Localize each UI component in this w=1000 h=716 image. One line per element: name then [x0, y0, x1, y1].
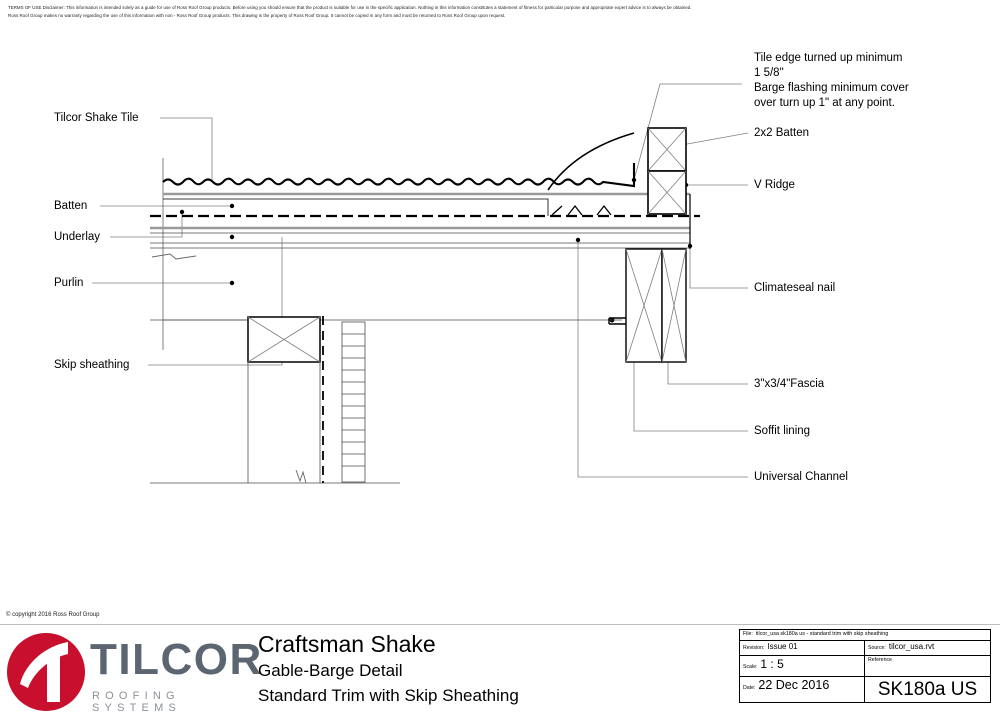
copyright-text: © copyright 2016 Ross Roof Group [6, 612, 100, 618]
drawing-title-sub1: Gable-Barge Detail [258, 661, 403, 680]
tilcor-wordmark: TILCOR [90, 635, 263, 684]
revision-value: Issue 01 [767, 642, 798, 651]
batten-2x2-upper [647, 127, 687, 172]
label-batten-2x2: 2x2 Batten [754, 127, 809, 139]
soffit-lining-board [341, 321, 366, 483]
skip-sheathing-member [150, 362, 400, 484]
terms-of-use-disclaimer: TERMS OF USE Disclaimer: This informatio… [8, 4, 983, 19]
shake-tile-profile [162, 163, 636, 188]
title-block-row-revision-source: Revision: Issue 01 Source: tilcor_usa.rv… [740, 641, 990, 656]
leader-terminator-dots [179, 145, 693, 329]
label-underlay: Underlay [54, 231, 101, 243]
title-block-cell-revision: Revision: Issue 01 [740, 641, 865, 655]
drawing-title-main: Craftsman Shake [258, 631, 436, 657]
universal-channel [608, 317, 626, 325]
construction-lines [150, 158, 690, 350]
reference-key: Reference [868, 657, 892, 663]
file-value: tilcor_usa sk180a us - standard trim wit… [755, 631, 889, 637]
tile-underside-band [150, 192, 690, 230]
scale-value: 1 : 5 [760, 657, 784, 671]
source-value: tilcor_usa.rvt [888, 642, 935, 651]
source-key: Source: [868, 645, 886, 651]
label-v-ridge: V Ridge [754, 179, 795, 191]
scale-key: Scale: [743, 664, 758, 670]
label-barge-flashing-note-line2: over turn up 1" at any point. [754, 97, 895, 109]
title-block-row-file: File: tilcor_usa sk180a us - standard tr… [740, 630, 990, 641]
technical-drawing-canvas [92, 83, 749, 484]
barge-flashing-curve [547, 132, 635, 191]
tilcor-logo-mark-icon [7, 633, 85, 711]
title-block-cell-reference-value: SK180a US [865, 677, 990, 702]
batten-2x2-lower [647, 170, 687, 215]
break-line-symbol-bottom [295, 469, 307, 484]
tilcor-tagline: ROOFING SYSTEMS [92, 690, 181, 714]
title-block-cell-reference-key: Reference [865, 656, 990, 676]
fascia-board-inner [661, 248, 687, 363]
label-fascia: 3"x3/4"Fascia [754, 378, 825, 390]
label-skip-sheathing: Skip sheathing [54, 359, 130, 371]
file-key: File: [743, 631, 753, 637]
label-barge-flashing-note-line1: Barge flashing minimum cover [754, 82, 909, 94]
label-climateseal-nail: Climateseal nail [754, 282, 836, 294]
batten-cavity [163, 198, 549, 216]
title-block-cell-file: File: tilcor_usa sk180a us - standard tr… [740, 630, 990, 640]
label-tile-edge-note-line2: 1 5/8" [754, 67, 784, 79]
drawing-title-sub2: Standard Trim with Skip Sheathing [258, 686, 519, 705]
label-tilcor-shake-tile: Tilcor Shake Tile [54, 112, 139, 124]
label-soffit-lining: Soffit lining [754, 425, 811, 437]
label-purlin: Purlin [54, 277, 84, 289]
revision-key: Revision: [743, 645, 765, 651]
disclaimer-line-1: TERMS OF USE Disclaimer: This informatio… [8, 5, 692, 10]
break-line-symbol [151, 253, 197, 260]
title-block-cell-source: Source: tilcor_usa.rvt [865, 641, 990, 655]
tilcor-logo: TILCOR ROOFING SYSTEMS [6, 630, 261, 716]
title-block-row-scale-reference: Scale: 1 : 5 Reference [740, 656, 990, 677]
date-value: 22 Dec 2016 [758, 678, 830, 692]
title-block: File: tilcor_usa sk180a us - standard tr… [739, 629, 991, 703]
label-tile-edge-note-line1: Tile edge turned up minimum [754, 52, 903, 64]
reference-value: SK180a US [877, 678, 978, 700]
title-block-cell-scale: Scale: 1 : 5 [740, 656, 865, 676]
leader-lines [92, 83, 749, 478]
disclaimer-line-2: Ross Roof Group makes no warranty regard… [8, 12, 506, 18]
date-key: Date: [743, 685, 756, 691]
fascia-board-outer [625, 248, 663, 363]
label-universal-channel: Universal Channel [754, 471, 848, 483]
footer-divider [0, 624, 1000, 625]
v-ridge-zigzag [551, 204, 612, 216]
label-batten: Batten [54, 200, 88, 212]
drawing-title-group: Craftsman Shake Gable-Barge Detail Stand… [258, 630, 728, 708]
title-block-row-date-refvalue: Date: 22 Dec 2016 SK180a US [740, 677, 990, 702]
purlin-box [247, 316, 321, 363]
footer: © copyright 2016 Ross Roof Group TILCOR … [0, 612, 1000, 714]
title-block-cell-date: Date: 22 Dec 2016 [740, 677, 865, 702]
